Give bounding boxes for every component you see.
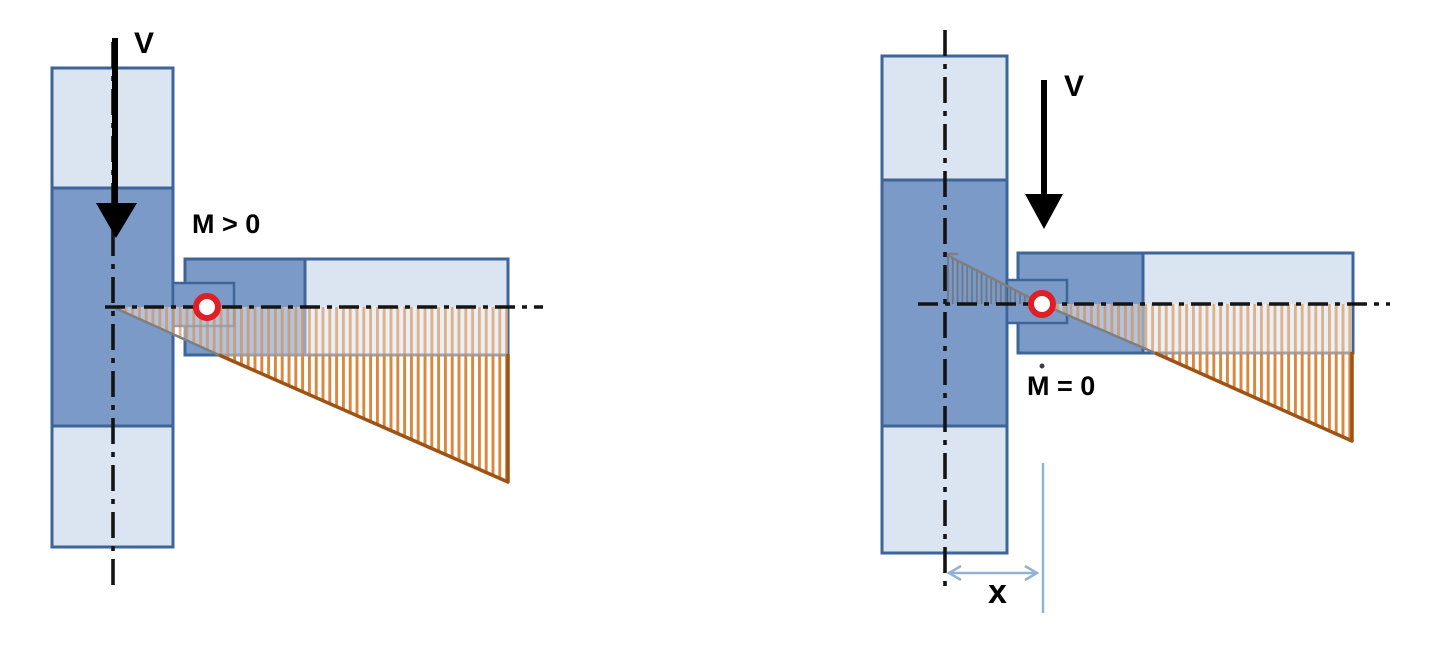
dimension-arrowhead-left-icon [946,564,962,582]
left-shear-label: V [134,27,155,60]
right-shear-label: V [1064,70,1085,103]
left-moment-hypotenuse-lower [218,353,510,484]
right-moment-hypotenuse-lower [1154,351,1354,443]
left-moment-label: M > 0 [192,209,261,239]
left-moment-hypotenuse-upper [112,305,220,357]
left-figure [50,38,543,592]
right-moment-label: M = 0 [1027,371,1096,401]
dimension-arrowhead-right-icon [1024,564,1040,582]
left-shear-arrow-head-icon [96,203,137,238]
left-hinge-pin-icon [193,293,221,321]
right-centerline-dot [1039,363,1045,369]
right-negative-moment-hypotenuse [944,252,1043,306]
right-moment-hypotenuse-upper [1041,302,1156,355]
dimension-x-label: x [988,573,1007,611]
right-shear-arrow-head-icon [1025,194,1063,229]
right-moment-diagram-hatch-inbeam [1042,304,1352,353]
right-hinge-pin-icon [1028,290,1056,318]
right-figure [880,30,1390,613]
